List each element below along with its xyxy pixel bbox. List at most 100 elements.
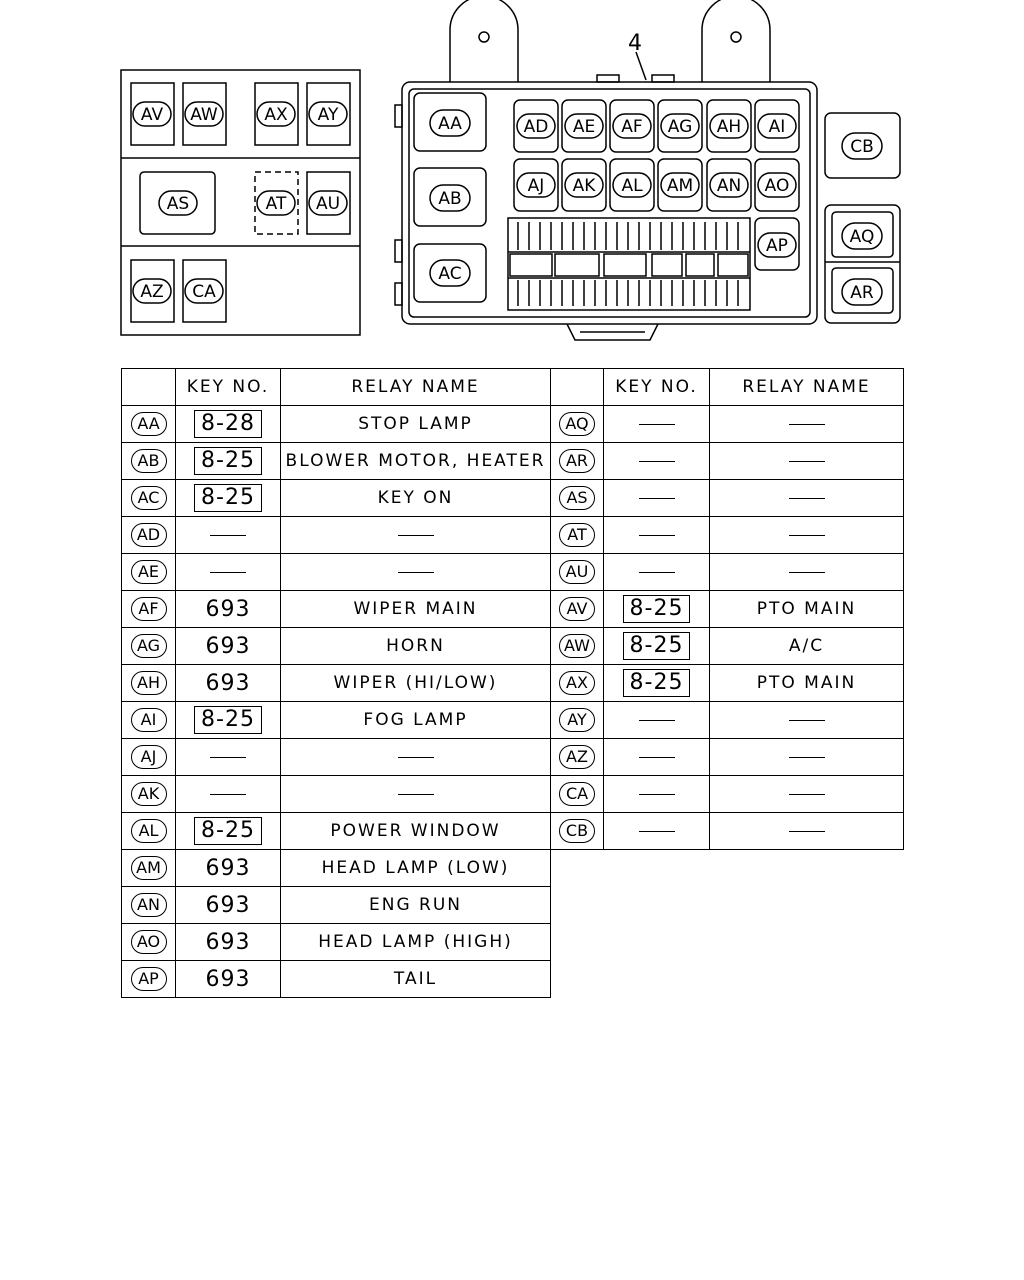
- relay-code: AI: [769, 117, 786, 137]
- key-no-cell: [175, 775, 281, 813]
- table-row: AY: [550, 701, 904, 739]
- relay-code: AA: [130, 412, 167, 436]
- key-no-cell: [603, 701, 710, 739]
- relay-label: AB: [429, 184, 471, 212]
- relay-name: WIPER (HI/LOW): [333, 673, 498, 693]
- relay-code: CA: [559, 782, 595, 806]
- relay-label: AZ: [132, 278, 172, 304]
- relay-code: AK: [573, 176, 597, 196]
- relay-name-cell: BLOWER MOTOR, HEATER: [280, 442, 551, 480]
- key-no: 8-25: [194, 817, 262, 845]
- relay-code: AP: [130, 967, 167, 991]
- relay-name-cell: TAIL: [280, 960, 551, 998]
- key-no: 8-25: [194, 706, 262, 734]
- empty-dash: [638, 793, 675, 795]
- empty-dash: [788, 460, 825, 462]
- key-no: 693: [205, 892, 251, 918]
- table-row: AQ: [550, 405, 904, 443]
- relay-name-cell: [280, 553, 551, 591]
- table-row: AT: [550, 516, 904, 554]
- relay-code: AX: [559, 671, 595, 695]
- empty-dash: [397, 756, 434, 758]
- empty-dash: [397, 571, 434, 573]
- relay-code-cell: AT: [550, 516, 604, 554]
- relay-label: CA: [184, 278, 224, 304]
- relay-label: AI: [757, 113, 797, 139]
- relay-name-cell: FOG LAMP: [280, 701, 551, 739]
- relay-code-cell: AH: [121, 664, 176, 702]
- relay-label: AY: [308, 101, 348, 127]
- relay-code: AK: [130, 782, 167, 806]
- relay-code: AC: [130, 486, 167, 510]
- table-row: AR: [550, 442, 904, 480]
- header-relay-name: RELAY NAME: [280, 368, 551, 406]
- relay-label: AU: [308, 190, 348, 216]
- relay-code: AV: [559, 597, 595, 621]
- relay-code-cell: AA: [121, 405, 176, 443]
- relay-name-cell: [709, 442, 904, 480]
- relay-name: PTO MAIN: [756, 599, 857, 619]
- relay-code: AR: [559, 449, 595, 473]
- key-no-cell: 693: [175, 590, 281, 628]
- relay-code: AG: [668, 117, 693, 137]
- relay-code-cell: AS: [550, 479, 604, 517]
- key-no-cell: [603, 775, 710, 813]
- table-row: CB: [550, 812, 904, 850]
- empty-dash: [210, 756, 246, 758]
- relay-code-cell: AE: [121, 553, 176, 591]
- key-no-cell: 8-25: [175, 812, 281, 850]
- relay-label: AQ: [841, 222, 883, 250]
- key-no-cell: [603, 812, 710, 850]
- relay-code-cell: CB: [550, 812, 604, 850]
- relay-name: HORN: [386, 636, 445, 656]
- relay-code-cell: AJ: [121, 738, 176, 776]
- header-relay-name: RELAY NAME: [709, 368, 904, 406]
- relay-name-cell: [709, 479, 904, 517]
- table-row: AD: [121, 516, 551, 554]
- relay-name-cell: [709, 738, 904, 776]
- relay-code: AB: [130, 449, 167, 473]
- relay-label: AX: [256, 101, 296, 127]
- relay-code-cell: AG: [121, 627, 176, 665]
- relay-name: ENG RUN: [368, 895, 462, 915]
- relay-name: FOG LAMP: [363, 710, 468, 730]
- relay-label: AG: [660, 113, 700, 139]
- relay-code-cell: AD: [121, 516, 176, 554]
- empty-dash: [638, 460, 675, 462]
- relay-code: AJ: [528, 176, 545, 196]
- key-no-cell: 8-28: [175, 405, 281, 443]
- relay-name-cell: ENG RUN: [280, 886, 551, 924]
- table-row: AZ: [550, 738, 904, 776]
- key-no-cell: [175, 553, 281, 591]
- relay-code-cell: AF: [121, 590, 176, 628]
- relay-name-cell: [709, 553, 904, 591]
- empty-dash: [788, 534, 825, 536]
- relay-code: AP: [766, 236, 788, 256]
- key-no: 693: [205, 966, 251, 992]
- relay-code: AE: [130, 560, 167, 584]
- relay-code: CA: [192, 282, 216, 302]
- relay-label: CB: [841, 132, 883, 160]
- empty-dash: [638, 534, 675, 536]
- relay-code: AW: [190, 105, 218, 125]
- key-no-cell: 8-25: [175, 442, 281, 480]
- empty-dash: [638, 497, 675, 499]
- relay-label: AD: [516, 113, 556, 139]
- empty-dash: [788, 830, 825, 832]
- key-no-cell: 693: [175, 923, 281, 961]
- relay-code: AH: [130, 671, 167, 695]
- relay-code: AN: [717, 176, 741, 196]
- relay-label: AK: [564, 172, 604, 198]
- relay-name-cell: [280, 738, 551, 776]
- relay-label: AF: [612, 113, 652, 139]
